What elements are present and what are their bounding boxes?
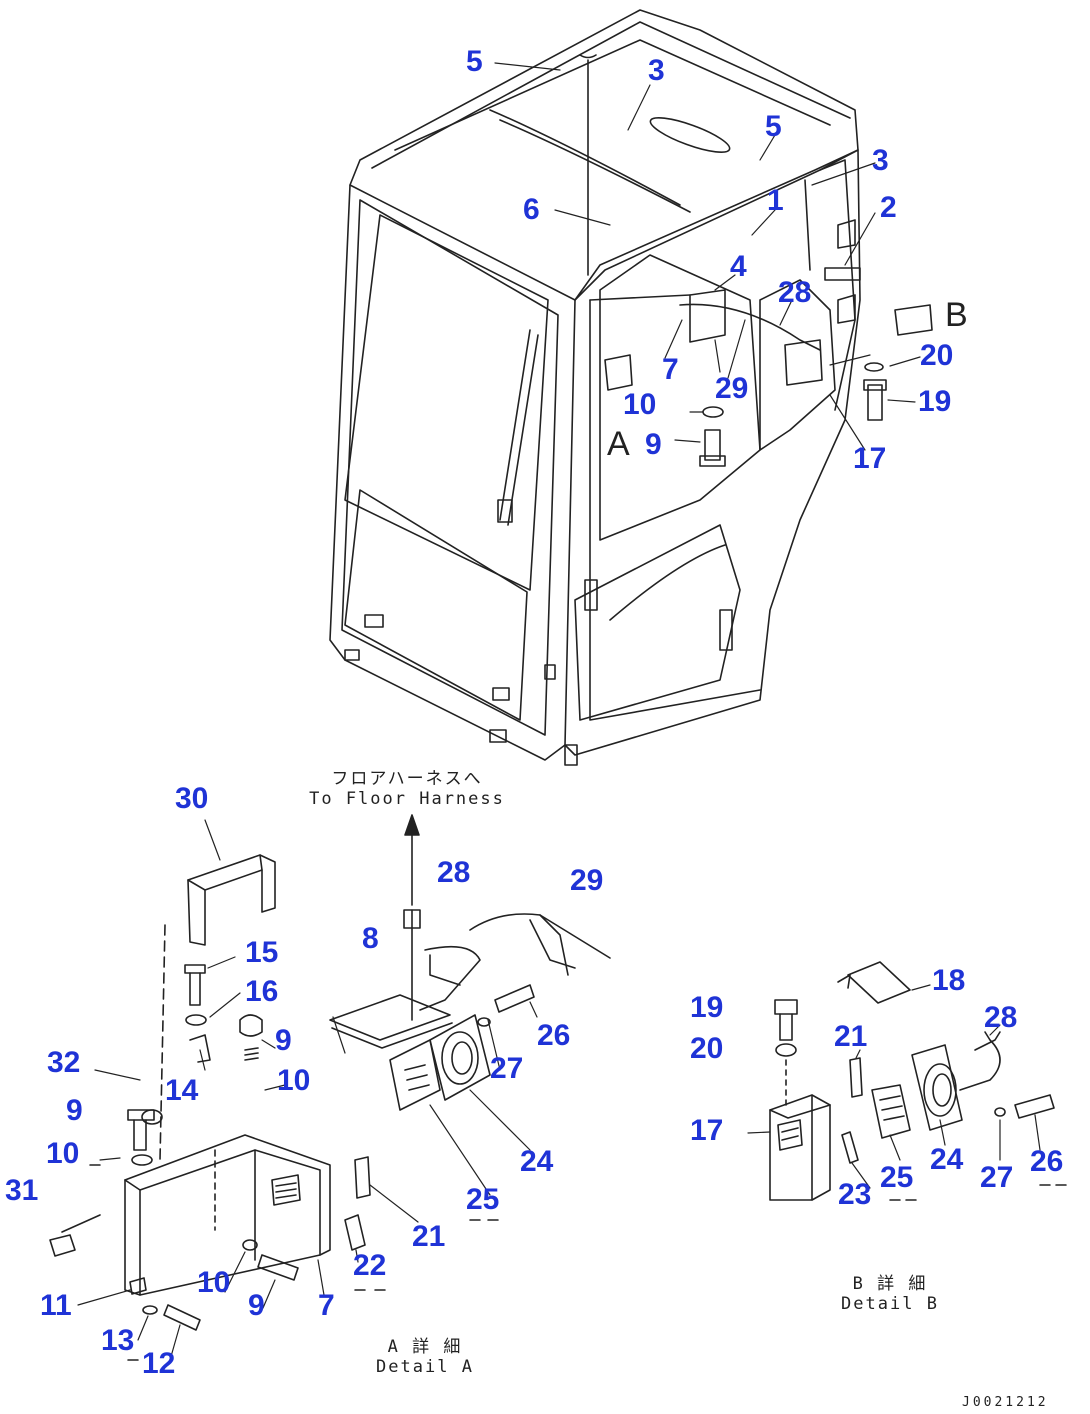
callout-3: 3 — [648, 54, 665, 87]
callout-5: 5 — [765, 110, 782, 143]
callout-17: 17 — [853, 442, 887, 475]
callout-21: 21 — [412, 1220, 446, 1253]
callout-23: 23 — [838, 1178, 872, 1211]
callout-22: 22 — [353, 1249, 387, 1282]
detail-a-caption-en: Detail A — [376, 1356, 474, 1377]
callout-20: 20 — [690, 1032, 724, 1065]
callout-10: 10 — [623, 388, 657, 421]
callout-13: 13 — [101, 1324, 135, 1357]
detail-b-caption-jp: B 詳 細 — [852, 1274, 928, 1294]
harness-caption-jp: フロアハーネスへ — [331, 769, 483, 789]
callout-16: 16 — [245, 975, 279, 1008]
callout-20: 20 — [920, 339, 954, 372]
callout-25: 25 — [880, 1161, 914, 1194]
detail-b-caption-en: Detail B — [841, 1293, 939, 1314]
callout-27: 27 — [980, 1161, 1014, 1194]
label-dashes — [89, 1164, 1067, 1361]
callout-10: 10 — [197, 1266, 231, 1299]
callout-27: 27 — [490, 1052, 524, 1085]
callout-24: 24 — [520, 1145, 554, 1178]
callout-28: 28 — [437, 856, 471, 889]
cab-assembly — [329, 9, 933, 766]
callout-9: 9 — [248, 1289, 265, 1322]
view-letter-a: A — [607, 425, 630, 463]
callout-9: 9 — [66, 1094, 83, 1127]
callout-7: 7 — [662, 353, 679, 386]
callout-9: 9 — [645, 428, 662, 461]
view-letter-b: B — [945, 296, 968, 334]
detail-a-caption: A 詳 細 Detail A — [355, 1337, 495, 1377]
callout-12: 12 — [142, 1347, 176, 1380]
callout-5: 5 — [466, 45, 483, 78]
callout-32: 32 — [47, 1046, 81, 1079]
harness-caption-en: To Floor Harness — [309, 788, 505, 809]
leader-lines-main — [494, 62, 921, 451]
detail-b-assembly — [747, 961, 1055, 1201]
callout-21: 21 — [834, 1020, 868, 1053]
callout-15: 15 — [245, 936, 279, 969]
callout-19: 19 — [918, 385, 952, 418]
harness-caption: フロアハーネスへ To Floor Harness — [262, 769, 552, 809]
callout-29: 29 — [715, 372, 749, 405]
callout-19: 19 — [690, 991, 724, 1024]
callout-28: 28 — [984, 1001, 1018, 1034]
callout-31: 31 — [5, 1174, 39, 1207]
callout-6: 6 — [523, 193, 540, 226]
detail-a-caption-jp: A 詳 細 — [387, 1337, 463, 1357]
callout-24: 24 — [930, 1143, 964, 1176]
callout-4: 4 — [730, 250, 747, 283]
callout-26: 26 — [537, 1019, 571, 1052]
callout-29: 29 — [570, 864, 604, 897]
callout-14: 14 — [165, 1074, 199, 1107]
detail-a-assembly — [49, 814, 611, 1361]
callout-10: 10 — [46, 1137, 80, 1170]
drawing-number: J0021212 — [962, 1395, 1049, 1410]
callout-25: 25 — [466, 1183, 500, 1216]
callout-2: 2 — [880, 191, 897, 224]
callout-18: 18 — [932, 964, 966, 997]
callout-17: 17 — [690, 1114, 724, 1147]
callout-26: 26 — [1030, 1145, 1064, 1178]
callout-9: 9 — [275, 1024, 292, 1057]
callout-28: 28 — [778, 276, 812, 309]
callout-8: 8 — [362, 922, 379, 955]
detail-b-caption: B 詳 細 Detail B — [820, 1274, 960, 1314]
callout-7: 7 — [318, 1289, 335, 1322]
callout-3: 3 — [872, 144, 889, 177]
callout-11: 11 — [40, 1289, 72, 1322]
callout-10: 10 — [277, 1064, 311, 1097]
callout-1: 1 — [767, 184, 784, 217]
callout-30: 30 — [175, 782, 209, 815]
